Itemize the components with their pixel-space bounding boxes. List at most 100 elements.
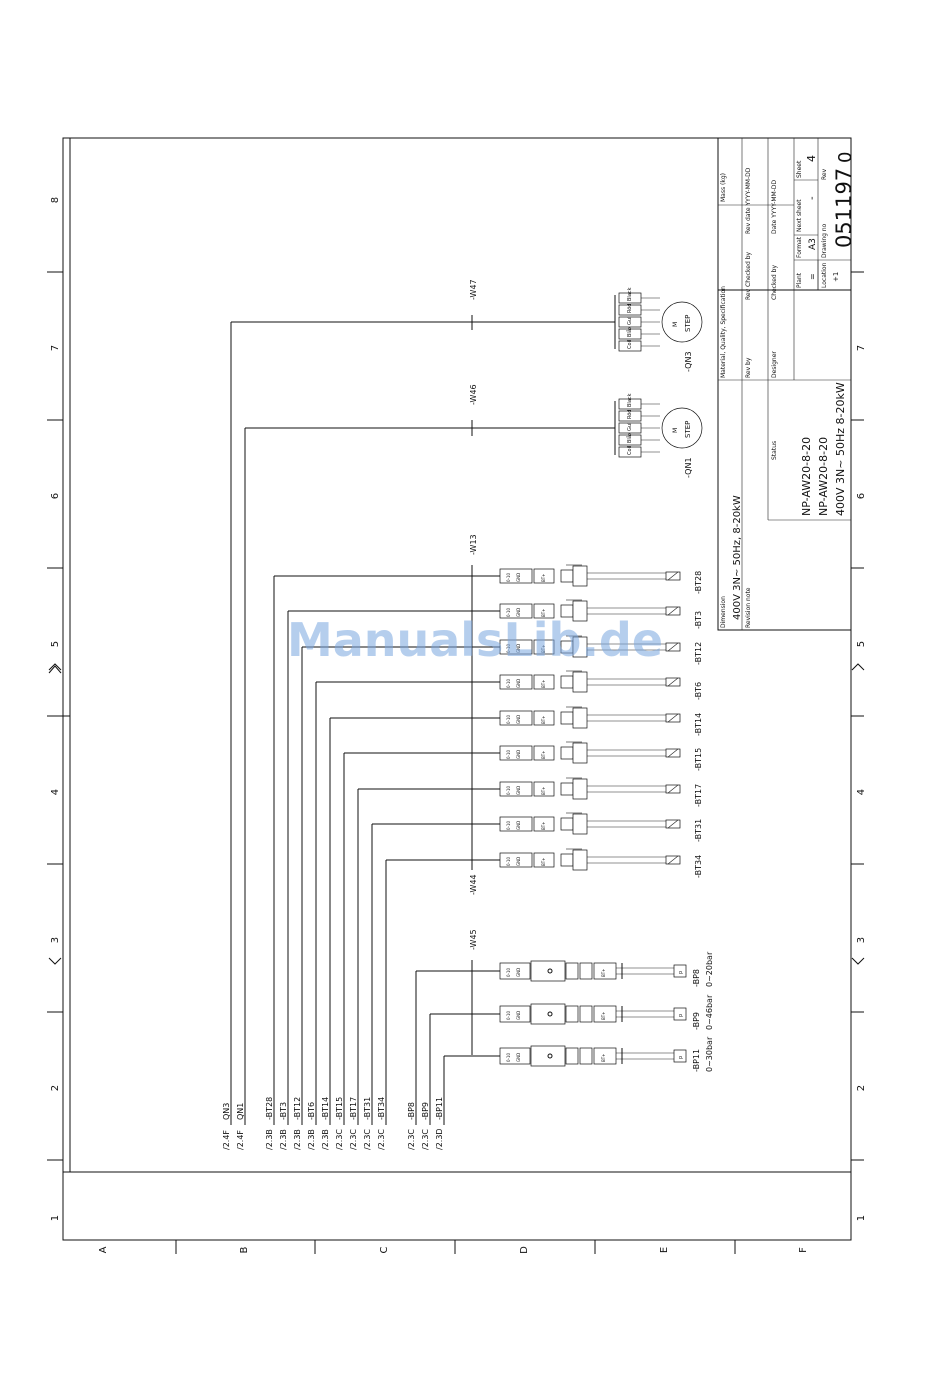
pin-label: GND bbox=[516, 644, 521, 653]
pin-label: 0-10 bbox=[506, 1010, 511, 1020]
pin-label: 0-10 bbox=[506, 820, 511, 830]
pressure-sensor-range: 0~46bar bbox=[705, 994, 714, 1030]
status-label: Status bbox=[771, 441, 778, 460]
title-line-1: NP-AW20-8-20 bbox=[800, 437, 813, 516]
sensor-name: -BT6 bbox=[694, 682, 703, 700]
pin-label: BT+ bbox=[601, 968, 606, 977]
cross-references: /2.4FQN3/2.4FQN1/2.3B-BT28/2.3B-BT3/2.3B… bbox=[222, 1097, 444, 1150]
sensor-name: -BT34 bbox=[694, 855, 703, 878]
ref-coord: /2.3C bbox=[421, 1129, 430, 1150]
row-label-8: 8 bbox=[50, 197, 61, 203]
next-sheet-value: - bbox=[807, 196, 818, 200]
ref-coord: /2.3B bbox=[293, 1129, 302, 1150]
left-row-ticks bbox=[47, 271, 70, 1161]
row-label-right-3: 3 bbox=[856, 937, 867, 943]
revision-number: 0 bbox=[835, 152, 856, 163]
col-label-A: A bbox=[98, 1246, 109, 1253]
pressure-sensor-range: 0~20bar bbox=[705, 951, 714, 987]
mass-label: Mass (kg) bbox=[720, 173, 727, 202]
pin-label: BT+ bbox=[541, 821, 546, 830]
col-label-D: D bbox=[519, 1246, 530, 1254]
sheet-value: 4 bbox=[805, 155, 818, 162]
cable-W44: -W44 bbox=[469, 874, 478, 895]
centering-arrows bbox=[48, 663, 865, 965]
ref-name: -BT17 bbox=[349, 1097, 358, 1120]
cable-W13: -W13 bbox=[469, 534, 478, 555]
right-row-ticks bbox=[851, 271, 864, 1161]
cable-W46: -W46 bbox=[469, 384, 478, 405]
next-sheet-label: Next sheet bbox=[796, 199, 803, 232]
pin-label: BT+ bbox=[541, 608, 546, 617]
pin-label: BT+ bbox=[541, 750, 546, 759]
pin-label: 0-10 bbox=[506, 856, 511, 866]
drawing-no-label: Drawing no bbox=[821, 223, 828, 258]
pin-label: 0-10 bbox=[506, 967, 511, 977]
motor-pin-label: Black bbox=[627, 393, 633, 407]
sensor-name: -BT28 bbox=[694, 571, 703, 594]
pin-label: 0-10 bbox=[506, 785, 511, 795]
pressure-symbol: p bbox=[678, 1014, 684, 1017]
row-label-right-2: 2 bbox=[856, 1085, 867, 1091]
ref-name: -BP11 bbox=[435, 1097, 444, 1120]
row-label-right-4: 4 bbox=[856, 789, 867, 795]
drawing-number: 051197 bbox=[832, 168, 856, 248]
rev-date-label: Rev date YYYY-MM-DD bbox=[745, 167, 752, 234]
sensor-name: -BT31 bbox=[694, 819, 703, 842]
ref-coord: /2.3B bbox=[321, 1129, 330, 1150]
sensor-name: -BT3 bbox=[694, 611, 703, 629]
motor-symbol-step: STEP bbox=[684, 421, 692, 438]
motor-name: -QN3 bbox=[684, 351, 693, 372]
ref-coord: /2.3D bbox=[435, 1128, 444, 1150]
row-label-right-7: 7 bbox=[856, 345, 867, 351]
watermark: ManualsLib.de bbox=[287, 613, 663, 667]
ref-coord: /2.3C bbox=[407, 1129, 416, 1150]
pin-label: 0-10 bbox=[506, 714, 511, 724]
bottom-col-labels: A B C D E F bbox=[98, 1246, 809, 1254]
pin-label: BT+ bbox=[601, 1011, 606, 1020]
pin-label: 0-10 bbox=[506, 643, 511, 653]
row-label-6: 6 bbox=[50, 493, 61, 499]
checked-by-label: Checked by bbox=[771, 265, 778, 300]
motor-pin-label: Röd bbox=[627, 410, 633, 419]
sensor-name: -BT15 bbox=[694, 748, 703, 771]
pin-label: BT+ bbox=[541, 786, 546, 795]
motor-name: -QN1 bbox=[684, 457, 693, 478]
ref-coord: /2.3C bbox=[335, 1129, 344, 1150]
designer-label: Designer bbox=[771, 351, 778, 378]
row-label-right-5: 5 bbox=[856, 641, 867, 647]
right-row-labels: 7 6 5 4 3 2 1 bbox=[856, 345, 867, 1221]
sensor-name: -BT17 bbox=[694, 784, 703, 807]
ref-coord: /2.3C bbox=[377, 1129, 386, 1150]
ref-name: QN1 bbox=[236, 1103, 245, 1120]
date-label: Date YYYY-MM-DD bbox=[771, 180, 778, 235]
pin-label: 0-10 bbox=[506, 749, 511, 759]
pin-label: 0-10 bbox=[506, 1052, 511, 1062]
rev-by-label: Rev by bbox=[745, 357, 752, 378]
pressure-sensor-name: -BP11 bbox=[692, 1049, 701, 1072]
pin-label: GND bbox=[516, 1053, 521, 1062]
row-label-4: 4 bbox=[50, 789, 61, 795]
location-value: +1 bbox=[832, 272, 840, 282]
step-motors: Coil1KoppBlåGulRödBlackMSTEP-QN3Coil1Kop… bbox=[230, 287, 703, 1125]
ref-name: -BT6 bbox=[307, 1102, 316, 1120]
format-label: Format bbox=[796, 236, 803, 258]
dimension-value: 400V 3N~ 50Hz, 8-20kW bbox=[732, 495, 743, 620]
title-line-3: 400V 3N~ 50Hz 8-20kW bbox=[834, 382, 847, 516]
step-motor-QN1: Coil1KoppBlåGulRödBlackMSTEP-QN1 bbox=[244, 393, 703, 1125]
pin-label: GND bbox=[516, 608, 521, 617]
bottom-col-ticks bbox=[175, 1240, 736, 1254]
ref-coord: /2.3B bbox=[279, 1129, 288, 1150]
pin-label: BT+ bbox=[541, 573, 546, 582]
title-line-2: NP-AW20-8-20 bbox=[817, 437, 830, 516]
motor-pin-label: Gul bbox=[627, 317, 633, 325]
ref-name: -BP8 bbox=[407, 1102, 416, 1120]
